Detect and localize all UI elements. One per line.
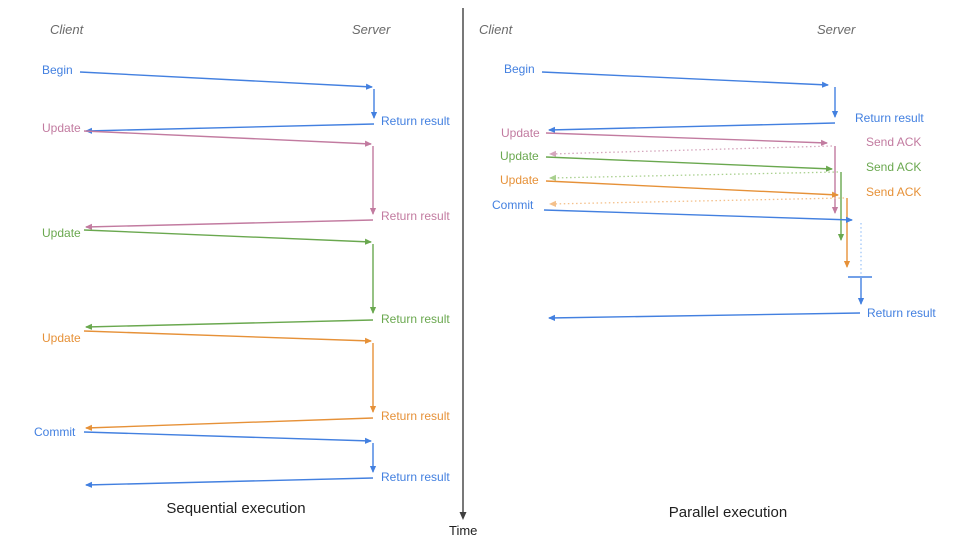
seq-update3-return-arrow	[85, 417, 374, 431]
par-update2-request-arrow	[545, 156, 833, 172]
par-update3-ack-label: Send ACK	[866, 185, 922, 199]
seq-server-header: Server	[352, 22, 391, 37]
par-commit-response-label: Return result	[867, 306, 936, 320]
seq-begin-return-arrow	[85, 123, 375, 134]
par-commit-return-arrow	[548, 312, 861, 322]
seq-update1-response-label: Return result	[381, 209, 450, 223]
seq-update3-request-arrow	[83, 330, 372, 344]
seq-update2-return-arrow	[85, 319, 374, 330]
par-update1-label: Update	[501, 126, 540, 140]
seq-commit-response-label: Return result	[381, 470, 450, 484]
par-begin-return-arrow	[548, 122, 836, 133]
seq-update3-label: Update	[42, 331, 81, 345]
parallel-arrows	[541, 71, 872, 322]
par-update1-ack-arrow	[549, 145, 833, 157]
seq-update1-label: Update	[42, 121, 81, 135]
seq-update2-response-label: Return result	[381, 312, 450, 326]
seq-commit-return-arrow	[85, 477, 374, 488]
seq-begin-response-label: Return result	[381, 114, 450, 128]
par-update2-ack-label: Send ACK	[866, 160, 922, 174]
seq-update2-request-arrow	[83, 229, 372, 245]
time-axis-label: Time	[449, 523, 478, 538]
par-update2-label: Update	[500, 149, 539, 163]
par-update3-ack-arrow	[549, 197, 845, 207]
seq-begin-request-arrow	[79, 71, 373, 90]
par-update2-ack-arrow	[549, 171, 839, 181]
seq-commit-label: Commit	[34, 425, 76, 439]
parallel-title: Parallel execution	[668, 504, 788, 521]
par-update3-label: Update	[500, 173, 539, 187]
par-commit-label: Commit	[492, 198, 534, 212]
seq-commit-request-arrow	[83, 431, 372, 444]
par-commit-request-arrow	[543, 209, 853, 223]
par-update1-ack-label: Send ACK	[866, 135, 922, 149]
par-update3-request-arrow	[545, 180, 839, 198]
par-begin-label: Begin	[504, 62, 535, 76]
par-begin-response-label: Return result	[855, 111, 924, 125]
par-client-header: Client	[479, 22, 513, 37]
sequential-title: Sequential execution	[166, 500, 306, 517]
seq-client-header: Client	[50, 22, 84, 37]
seq-begin-label: Begin	[42, 63, 73, 77]
par-update1-request-arrow	[545, 132, 828, 146]
seq-update1-return-arrow	[85, 219, 374, 230]
par-begin-request-arrow	[541, 71, 829, 88]
par-server-header: Server	[817, 22, 856, 37]
seq-update2-label: Update	[42, 226, 81, 240]
seq-update3-response-label: Return result	[381, 409, 450, 423]
seq-update1-request-arrow	[83, 130, 372, 147]
sequential-arrows	[79, 71, 378, 488]
